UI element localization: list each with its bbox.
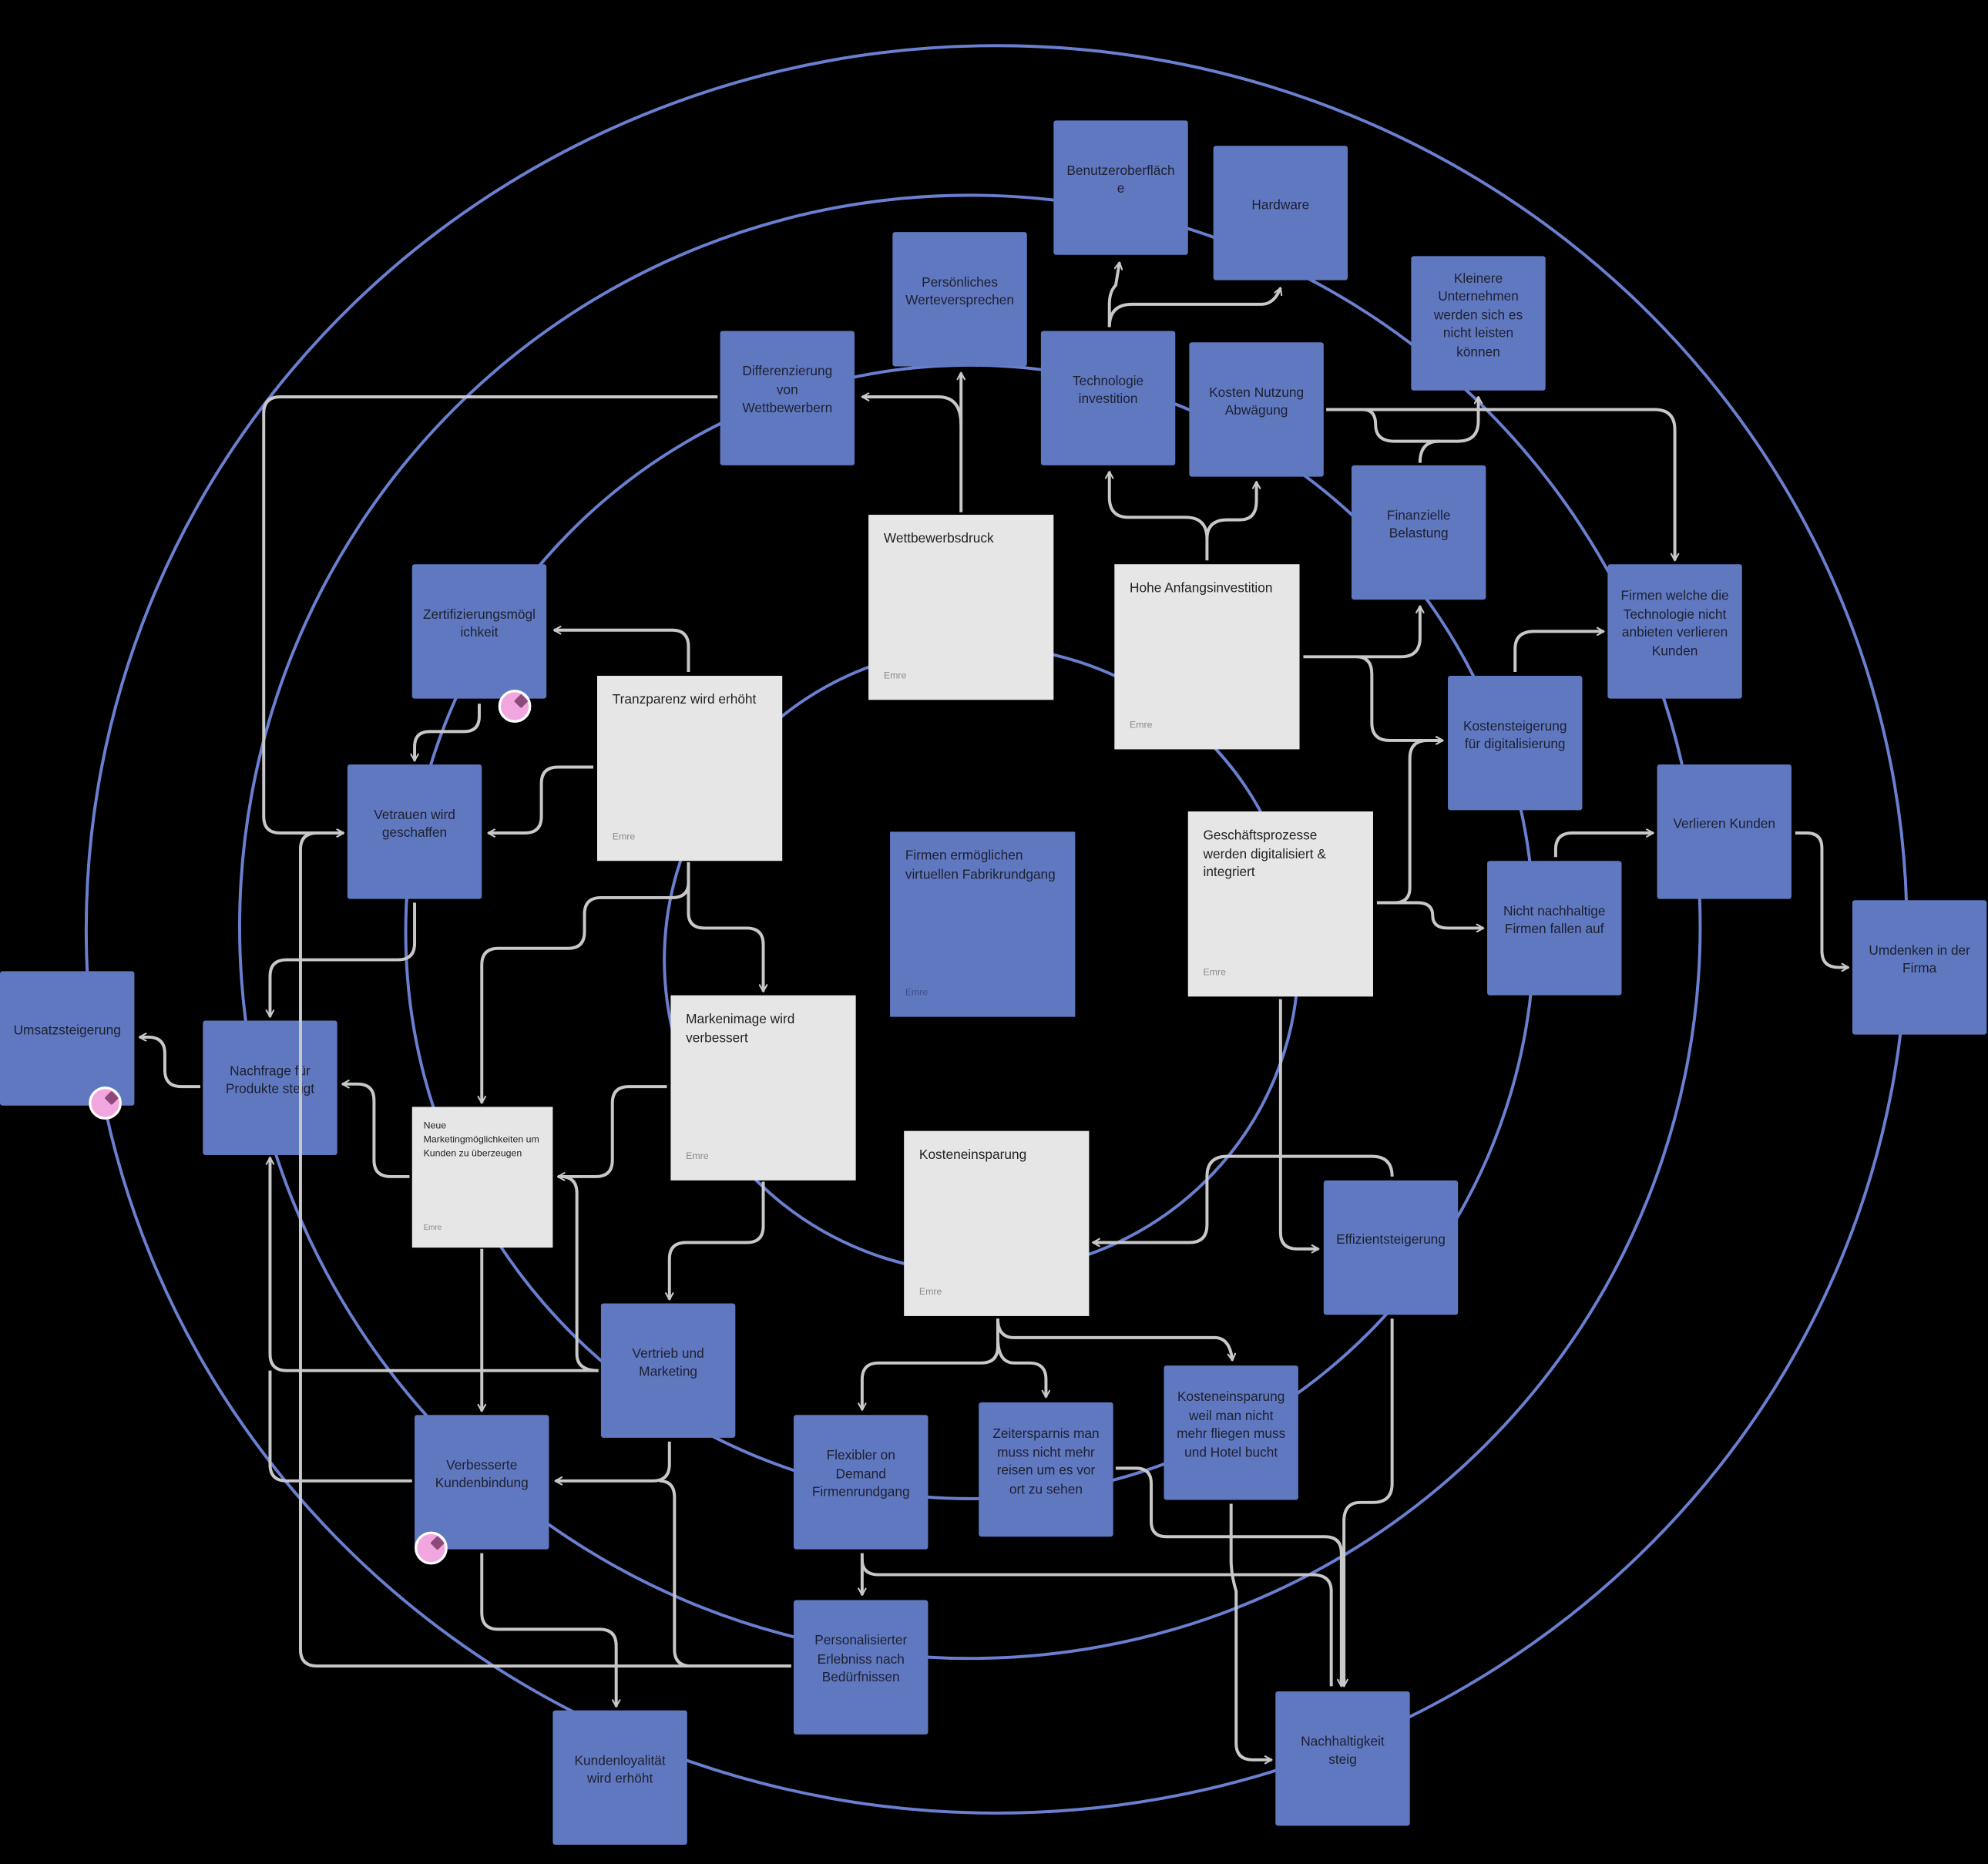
connector[interactable] bbox=[342, 1084, 410, 1178]
connector[interactable] bbox=[996, 1337, 1046, 1397]
connector[interactable] bbox=[298, 833, 791, 1668]
note-vertrauen[interactable]: Vetrauen wird geschaffen bbox=[347, 764, 482, 899]
connector[interactable] bbox=[1356, 655, 1443, 741]
note-zeitersparnis[interactable]: Zeitersparnis man muss nicht mehr reisen… bbox=[979, 1402, 1113, 1537]
connector[interactable] bbox=[1115, 1466, 1342, 1686]
note-technologie-investition[interactable]: Technologie investition bbox=[1040, 331, 1176, 465]
connector[interactable] bbox=[482, 861, 690, 1103]
connector[interactable] bbox=[670, 1181, 765, 1300]
connector[interactable] bbox=[480, 1553, 616, 1707]
connector[interactable] bbox=[1229, 1503, 1272, 1759]
connector[interactable] bbox=[1107, 263, 1120, 327]
note-firmen-verlieren-kunden[interactable]: Firmen welche die Technologie nicht anbi… bbox=[1607, 564, 1742, 699]
connector[interactable] bbox=[996, 1318, 1232, 1360]
connector[interactable] bbox=[862, 1318, 999, 1409]
note-kosten-nutzung[interactable]: Kosten Nutzung Abwägung bbox=[1189, 342, 1324, 477]
connector[interactable] bbox=[1553, 833, 1654, 858]
note-zertifizierung[interactable]: Zertifizierungsmöglichkeit bbox=[411, 564, 547, 699]
note-kleinere-unternehmen[interactable]: Kleinere Unternehmen werden sich es nich… bbox=[1411, 256, 1546, 391]
note-geschaeftsprozesse[interactable]: Geschäftsprozesse werden digitalisiert &… bbox=[1187, 811, 1373, 997]
note-umsatzsteigerung[interactable]: Umsatzsteigerung bbox=[0, 971, 135, 1106]
connector[interactable] bbox=[1513, 631, 1603, 673]
connector[interactable] bbox=[270, 902, 417, 1017]
note-persoenliches-werteversprechen[interactable]: Persönliches Werteversprechen bbox=[892, 232, 1027, 367]
connector[interactable] bbox=[488, 765, 594, 833]
connector[interactable] bbox=[1376, 741, 1443, 905]
note-kundenloyalitaet[interactable]: Kundenloyalität wird erhöht bbox=[552, 1710, 687, 1846]
note-differenzierung[interactable]: Differenzierung von Wettbewerbern bbox=[720, 331, 855, 465]
connector[interactable] bbox=[862, 397, 963, 425]
connector[interactable] bbox=[262, 395, 718, 833]
connector bbox=[659, 1479, 791, 1668]
connector[interactable] bbox=[1107, 288, 1281, 327]
note-nicht-nachhaltige-firmen[interactable]: Nicht nachhaltige Firmen fallen auf bbox=[1487, 861, 1622, 996]
connector[interactable] bbox=[1205, 482, 1256, 539]
connector bbox=[560, 1174, 599, 1372]
note-kosteneinsparung-fliegen[interactable]: Kosteneinsparung weil man nicht mehr fli… bbox=[1164, 1365, 1298, 1500]
connector bbox=[860, 1559, 1333, 1687]
connector[interactable] bbox=[687, 882, 763, 992]
note-personalisiertes-erlebnis[interactable]: Personalisierter Erlebniss nach Bedürfni… bbox=[794, 1600, 929, 1735]
note-vertrieb-marketing[interactable]: Vertrieb und Marketing bbox=[600, 1303, 736, 1438]
connector bbox=[1418, 439, 1439, 463]
connector[interactable] bbox=[1795, 831, 1849, 967]
connector[interactable] bbox=[1303, 606, 1419, 659]
note-verlieren-kunden[interactable]: Verlieren Kunden bbox=[1657, 764, 1792, 899]
sticker-icon[interactable] bbox=[89, 1086, 122, 1120]
connector[interactable] bbox=[1394, 901, 1483, 929]
connector[interactable] bbox=[415, 704, 481, 761]
connector[interactable] bbox=[558, 1085, 667, 1177]
note-umdenken[interactable]: Umdenken in der Firma bbox=[1852, 900, 1987, 1035]
note-effizienzsteigerung[interactable]: Effizientsteigerung bbox=[1323, 1180, 1459, 1315]
connector[interactable] bbox=[556, 1441, 671, 1481]
note-benutzeroberflaeche[interactable]: Benutzeroberfläche bbox=[1053, 120, 1188, 255]
ring-second bbox=[238, 193, 1702, 1661]
note-hardware[interactable]: Hardware bbox=[1213, 146, 1348, 280]
connector[interactable] bbox=[1093, 1154, 1394, 1243]
note-flexibler-firmenrundgang[interactable]: Flexibler on Demand Firmenrundgang bbox=[794, 1415, 929, 1550]
connector[interactable] bbox=[1278, 999, 1318, 1249]
note-finanzielle-belastung[interactable]: Finanzielle Belastung bbox=[1351, 465, 1486, 600]
sticker-icon[interactable] bbox=[498, 690, 532, 723]
note-central-topic[interactable]: Firmen ermöglichen virtuellen Fabrikrund… bbox=[890, 831, 1076, 1017]
note-kundenbindung[interactable]: Verbesserte Kundenbindung bbox=[415, 1415, 549, 1550]
connector[interactable] bbox=[1344, 1318, 1394, 1686]
connector[interactable] bbox=[1326, 408, 1674, 560]
note-neue-marketingmoeglichkeiten[interactable]: Neue Marketingmöglichkeiten um Kunden zu… bbox=[411, 1107, 553, 1248]
connector[interactable] bbox=[1362, 397, 1479, 443]
sticker-icon[interactable] bbox=[415, 1531, 448, 1565]
note-kostensteigerung[interactable]: Kostensteigerung für digitalisierung bbox=[1448, 675, 1583, 811]
connector[interactable] bbox=[270, 1157, 599, 1372]
connector[interactable] bbox=[139, 1037, 200, 1089]
connector bbox=[268, 1370, 412, 1483]
note-nachfrage[interactable]: Nachfrage für Produkte steigt bbox=[203, 1020, 337, 1155]
connector[interactable] bbox=[554, 630, 690, 673]
connector[interactable] bbox=[1110, 472, 1209, 561]
note-nachhaltigkeit[interactable]: Nachhaltigkeit steig bbox=[1275, 1691, 1410, 1826]
